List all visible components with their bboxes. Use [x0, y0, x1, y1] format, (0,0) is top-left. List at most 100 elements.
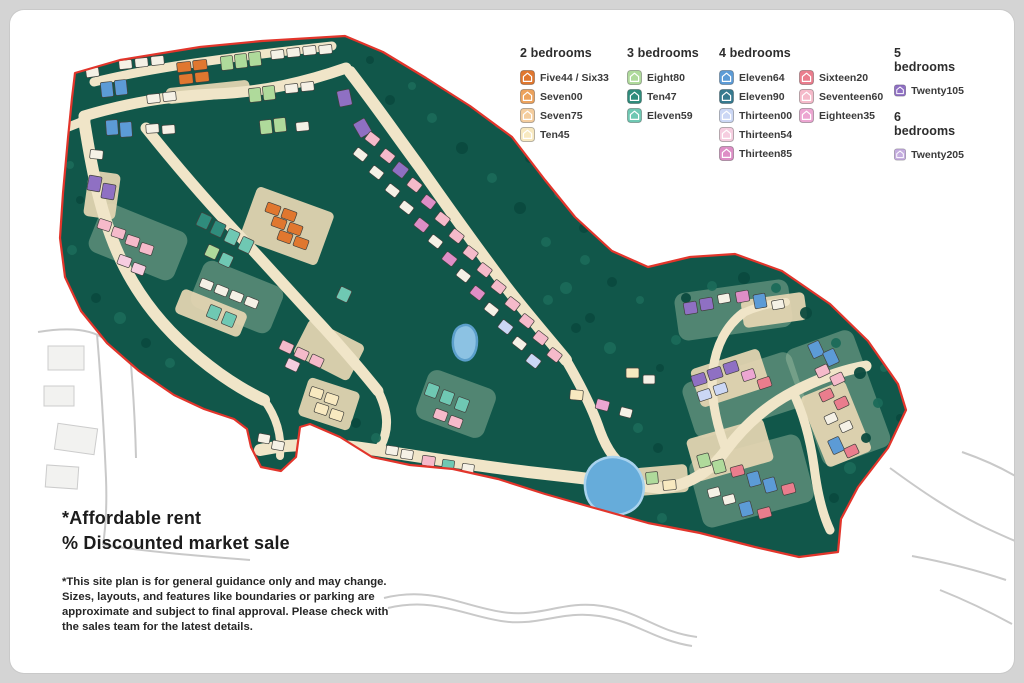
tree	[543, 295, 553, 305]
house-marker	[752, 292, 768, 310]
house-marker	[441, 459, 455, 473]
background-road	[96, 333, 108, 546]
house-marker	[213, 283, 230, 298]
house-marker	[756, 506, 773, 520]
house-marker	[280, 207, 298, 223]
house-marker	[161, 124, 176, 135]
house-marker	[300, 81, 315, 92]
house-marker	[162, 91, 177, 102]
site-plan-canvas	[10, 10, 1014, 673]
plan-key-notes: *Affordable rent % Discounted market sal…	[62, 506, 290, 556]
background-building	[44, 464, 80, 490]
legend-item: Twenty205	[894, 147, 964, 162]
disclaimer: *This site plan is for general guidance …	[62, 575, 388, 636]
house-marker	[384, 183, 401, 198]
house-type-label: Ten45	[540, 128, 570, 141]
road	[373, 386, 391, 452]
legend-group-title: 5 bedrooms	[894, 46, 956, 74]
tree	[861, 433, 871, 443]
legend-item: Eleven59	[627, 108, 719, 123]
tree	[114, 312, 126, 324]
house-marker	[293, 346, 310, 362]
road	[654, 360, 872, 494]
tree	[66, 161, 74, 169]
house-type-label: Thirteen85	[739, 147, 793, 160]
tree	[408, 82, 416, 90]
tree	[456, 142, 468, 154]
house-type-label: Eleven64	[739, 71, 785, 84]
house-type-icon	[799, 108, 814, 123]
legend-group-title: 2 bedrooms	[520, 46, 592, 60]
legend-item: Thirteen00	[719, 108, 799, 123]
house-marker	[483, 302, 500, 317]
house-marker	[284, 357, 301, 373]
house-marker	[295, 121, 310, 132]
house-marker	[532, 330, 549, 346]
house-type-label: Sixteen20	[819, 71, 869, 84]
tree	[681, 293, 691, 303]
house-type-icon	[627, 70, 642, 85]
legend-item: Eleven90	[719, 89, 799, 104]
house-marker	[497, 319, 514, 335]
background-building	[47, 345, 85, 371]
tree	[607, 277, 617, 287]
discounted-sale-note: % Discounted market sale	[62, 532, 290, 553]
house-marker	[100, 182, 117, 201]
house-marker	[257, 432, 271, 445]
house-type-icon	[894, 148, 907, 161]
tree	[427, 113, 437, 123]
tree	[141, 338, 151, 348]
house-type-icon	[719, 70, 734, 85]
house-marker	[619, 406, 633, 419]
house-marker	[829, 371, 846, 387]
house-marker	[722, 360, 740, 375]
house-marker	[546, 347, 563, 363]
house-marker	[511, 336, 528, 351]
house-marker	[385, 445, 399, 456]
house-marker	[105, 119, 119, 136]
house-marker	[518, 313, 535, 329]
house-marker	[504, 296, 521, 312]
legend-group-title: 4 bedrooms	[719, 46, 791, 60]
tree	[671, 335, 681, 345]
house-marker	[838, 420, 854, 433]
legend-group-title	[799, 46, 894, 61]
house-type-icon	[520, 70, 535, 85]
legend-item: Five44 / Six33	[520, 70, 627, 85]
house-marker	[209, 220, 227, 238]
house-marker	[427, 234, 444, 249]
road	[788, 387, 835, 535]
background-road	[102, 544, 251, 561]
house-marker	[145, 123, 160, 134]
house-marker	[439, 389, 455, 406]
house-type-label: Eleven90	[739, 90, 785, 103]
house-marker	[729, 464, 746, 478]
tree	[580, 255, 590, 265]
house-marker	[352, 147, 369, 162]
tree	[541, 237, 551, 247]
tree	[67, 245, 77, 255]
site-boundary	[58, 34, 908, 559]
house-marker	[696, 388, 713, 402]
house-marker	[221, 311, 237, 328]
pond	[583, 455, 645, 517]
house-marker	[420, 194, 437, 210]
legend-item: Eighteen35	[799, 108, 894, 123]
house-marker	[248, 51, 262, 67]
legend-item: Ten47	[627, 89, 719, 104]
house-marker	[780, 482, 797, 496]
house-type-label: Ten47	[647, 90, 677, 103]
house-marker	[756, 376, 773, 390]
house-marker	[662, 479, 677, 491]
house-marker	[353, 118, 372, 138]
house-marker	[476, 262, 493, 278]
house-marker	[204, 244, 220, 260]
house-marker	[138, 242, 155, 256]
site-content	[61, 41, 904, 535]
house-marker	[86, 174, 103, 193]
house-marker	[469, 285, 486, 301]
tree	[636, 296, 644, 304]
